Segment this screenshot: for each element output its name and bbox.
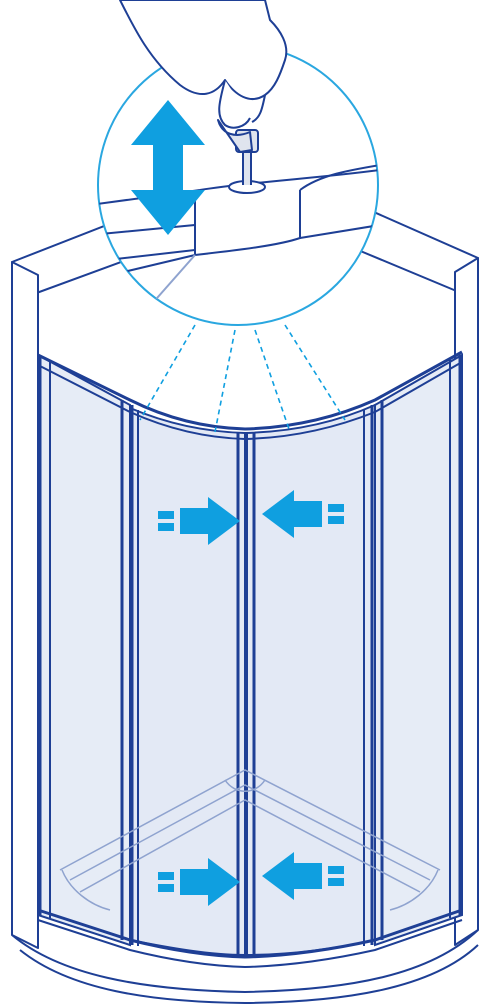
double-vertical-arrow-icon xyxy=(131,100,205,235)
arrow-left-icon xyxy=(262,490,344,538)
arrow-right-icon xyxy=(158,858,240,906)
detail-leader-lines xyxy=(139,324,346,433)
glass-panels xyxy=(37,353,463,957)
shower-tray xyxy=(59,769,441,911)
arrow-left-icon xyxy=(262,852,344,900)
left-fixed-panel xyxy=(37,353,131,947)
arrow-right-icon xyxy=(158,497,240,545)
hand-with-screwdriver-icon xyxy=(119,0,288,153)
right-fixed-panel xyxy=(374,353,463,947)
frame-profiles xyxy=(37,350,463,969)
